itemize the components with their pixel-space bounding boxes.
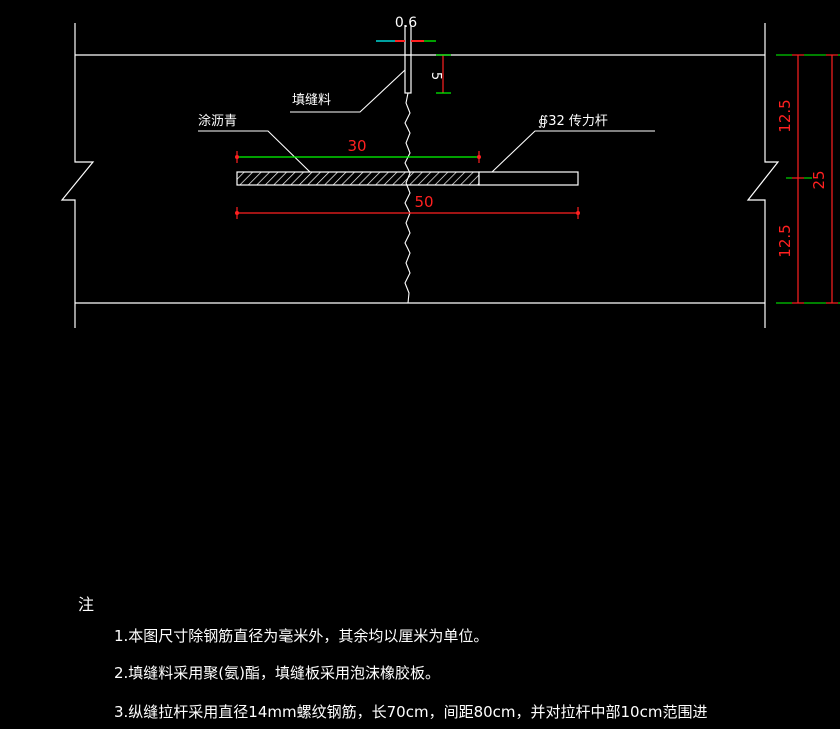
- coated-length-label: 30: [347, 137, 366, 155]
- dowel-bar-coated-part: [236, 171, 480, 186]
- sealant-slot: [404, 25, 412, 94]
- half-thickness-bottom-label: 12.5: [776, 224, 794, 257]
- left-break-line: [60, 23, 95, 328]
- gap-width-label: 0.6: [395, 15, 417, 31]
- thickness-label: 25: [810, 170, 828, 189]
- depth-label: 5: [428, 72, 443, 80]
- slab-outline: [60, 23, 780, 328]
- thickness-dimensions: [776, 54, 840, 304]
- sealant-label: 填缝料: [292, 93, 331, 108]
- sealant-leader: [290, 69, 406, 113]
- crack-line: [404, 92, 411, 304]
- coated-length-dimension: [235, 151, 481, 163]
- half-thickness-top-label: 12.5: [776, 99, 794, 132]
- asphalt-label: 涂沥青: [198, 113, 237, 129]
- dowel-bar-label: ∯32 传力杆: [538, 114, 608, 129]
- bar-length-dimension: [235, 207, 580, 219]
- depth-dimension: [436, 54, 451, 94]
- asphalt-leader: [198, 130, 311, 173]
- dowel-bar-plain-part: [478, 171, 579, 186]
- dowel-bar-leader: [491, 130, 655, 173]
- right-break-line: [746, 23, 780, 328]
- bar-length-label: 50: [414, 193, 433, 211]
